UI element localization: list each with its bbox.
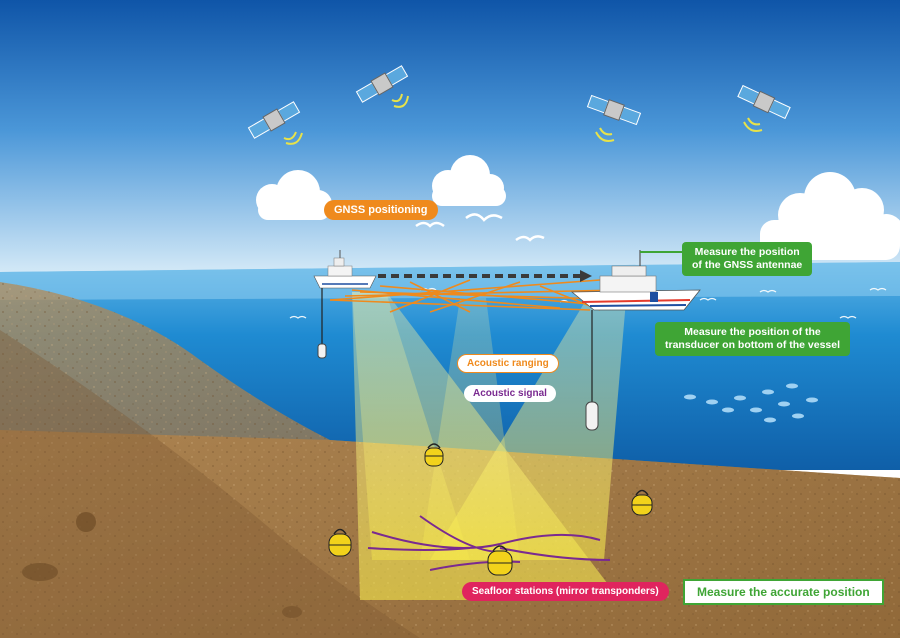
gnss-antennae-label: Measure the position of the GNSS antenna… <box>682 242 813 276</box>
satellite-icon <box>737 84 791 120</box>
satellite-icon <box>586 94 642 126</box>
signal-waves-icon <box>391 93 409 108</box>
seafloor-stations-label: Seafloor stations (mirror transponders) <box>462 582 669 601</box>
signal-waves-icon <box>283 131 303 145</box>
rock <box>76 512 96 532</box>
signal-waves-icon <box>595 127 615 142</box>
gnss-antennae-line-1: Measure the position <box>694 246 800 258</box>
acoustic-ranging-label: Acoustic ranging <box>457 354 559 373</box>
seafloor-transponder-icon <box>631 489 653 516</box>
transducer-line-2: transducer on bottom of the vessel <box>665 339 841 351</box>
seafloor-transponder-icon <box>424 443 444 467</box>
sky <box>0 0 900 290</box>
cloud-icon <box>256 170 332 220</box>
satellite-icon <box>355 65 409 103</box>
transducer-line-1: Measure the position of the <box>684 326 821 338</box>
seafloor-transponder-icon <box>487 545 513 576</box>
acoustic-signal-label: Acoustic signal <box>464 385 556 402</box>
fish-icon <box>684 383 818 423</box>
seagull-icon <box>515 235 545 242</box>
gnss-antennae-line-2: of the GNSS antennae <box>692 259 803 271</box>
accurate-position-label: Measure the accurate position <box>683 579 884 605</box>
survey-vessel-icon <box>313 250 377 289</box>
seagull-icon <box>465 213 503 222</box>
seagull-icon <box>415 221 445 228</box>
survey-vessel-icon <box>570 250 701 311</box>
gnss-positioning-label: GNSS positioning <box>324 200 438 220</box>
seafloor-transponder-icon <box>328 528 352 557</box>
rock <box>282 606 302 618</box>
signal-waves-icon <box>743 117 763 132</box>
acoustic-beams <box>352 292 626 600</box>
transducer-icon <box>585 401 599 431</box>
transducer-position-label: Measure the position of the transducer o… <box>655 322 851 356</box>
transducer-icon <box>317 343 327 359</box>
rock <box>22 563 58 581</box>
cloud-icon <box>432 155 506 206</box>
satellite-icon <box>247 101 301 139</box>
arrow-head-icon <box>580 270 592 282</box>
slope-shadow <box>0 330 420 638</box>
